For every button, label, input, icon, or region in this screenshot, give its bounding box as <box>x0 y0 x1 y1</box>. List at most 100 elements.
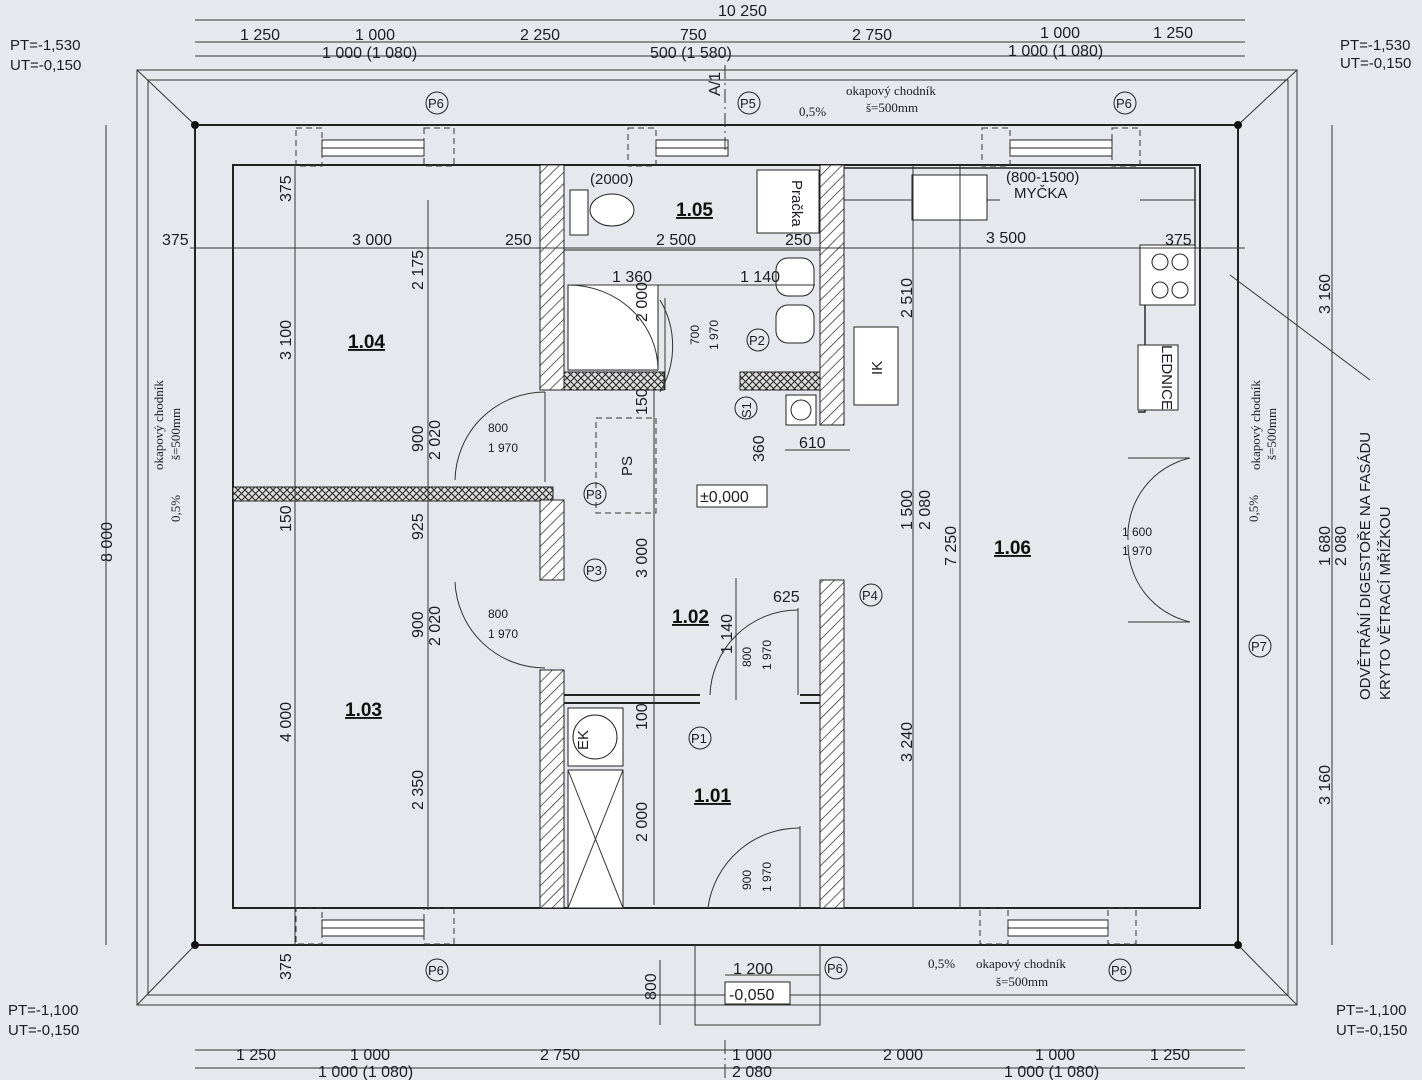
tag-p7: P7 <box>1251 639 1267 654</box>
corner-tr-pt: PT=-1,530 <box>1340 37 1410 54</box>
dim-800-a: 800 <box>488 421 508 435</box>
tag-p6-top-left: P6 <box>428 96 444 111</box>
dim-2020-a: 2 020 <box>427 420 444 460</box>
dim-3240: 3 240 <box>899 722 916 762</box>
walkway-bottom-slope: 0,5% <box>928 956 955 971</box>
dim-2000-a: 2 000 <box>634 282 651 322</box>
dim-a-4: 2 500 <box>656 232 696 249</box>
label-mycka: MYČKA <box>1014 185 1067 202</box>
dim-1970-f: 1 970 <box>1122 544 1152 558</box>
dim-bottom-7: 1 250 <box>1150 1047 1190 1064</box>
dim-2350: 2 350 <box>410 770 427 810</box>
dim-800-b: 800 <box>488 607 508 621</box>
section-mark: A/1 <box>707 72 724 96</box>
tag-p6-entry: P6 <box>827 961 843 976</box>
window-top-2 <box>627 127 729 167</box>
walkway-left-slope: 0,5% <box>168 495 183 522</box>
tag-s1: S1 <box>739 402 754 418</box>
dim-700: 700 <box>688 325 702 345</box>
vent-note-line1: ODVĚTRÁNÍ DIGESTOŘE NA FASÁDU <box>1357 432 1374 700</box>
dim-bottom-5: 2 000 <box>883 1047 923 1064</box>
corner-bl-pt: PT=-1,100 <box>8 1002 78 1019</box>
doors <box>454 298 1191 909</box>
dim-top-r2-3: 1 000 (1 080) <box>1008 43 1103 60</box>
dim-1600: 1 600 <box>1122 525 1152 539</box>
dim-2510: 2 510 <box>899 278 916 318</box>
dim-3160-top: 3 160 <box>1317 274 1334 314</box>
dim-a-7: 375 <box>1165 232 1192 249</box>
level-entry: -0,050 <box>729 987 774 1004</box>
dim-150-a: 150 <box>278 505 295 532</box>
dim-top-4: 750 <box>680 27 707 44</box>
dim-bottom-6: 1 000 <box>1035 1047 1075 1064</box>
dim-1200: 1 200 <box>733 961 773 978</box>
tag-p6-top-right: P6 <box>1116 96 1132 111</box>
corner-bl-ut: UT=-0,150 <box>8 1022 79 1039</box>
tag-p4: P4 <box>862 588 878 603</box>
dim-1970-a: 1 970 <box>488 441 518 455</box>
dim-925: 925 <box>410 513 427 540</box>
dim-a-1: 375 <box>162 232 189 249</box>
dim-2175: 2 175 <box>410 250 427 290</box>
walkway-top-slope: 0,5% <box>799 104 826 119</box>
corner-br-ut: UT=-0,150 <box>1336 1022 1407 1039</box>
tag-p1: P1 <box>691 731 707 746</box>
dim-1500: 1 500 <box>899 490 916 530</box>
dim-1970-b: 1 970 <box>488 627 518 641</box>
dim-625: 625 <box>773 589 800 606</box>
dim-900-c: 900 <box>740 870 754 890</box>
dimension-lines <box>105 19 1333 1069</box>
dim-2080-b: 2 080 <box>1333 526 1350 566</box>
walkway-left-width: š=500mm <box>168 408 183 460</box>
tag-p3-lower: P3 <box>586 563 602 578</box>
dim-1970-c: 1 970 <box>707 320 721 350</box>
dim-a-5: 250 <box>785 232 812 249</box>
level-main: ±0,000 <box>700 489 749 506</box>
room-101: 1.01 <box>694 786 731 807</box>
window-bottom-1 <box>295 907 455 945</box>
dim-bottom-1: 1 250 <box>236 1047 276 1064</box>
dim-100: 100 <box>634 703 651 730</box>
walkway-left-name: okapový chodník <box>151 380 166 470</box>
dim-1140-b: 1 140 <box>719 614 736 654</box>
label-lednice: LEDNICE <box>1158 345 1175 410</box>
dim-375-bottom: 375 <box>278 953 295 980</box>
dim-a-3: 250 <box>505 232 532 249</box>
dim-360: 360 <box>751 435 768 462</box>
walkway-right-name: okapový chodník <box>1248 380 1263 470</box>
entry-step <box>694 944 821 1026</box>
dim-800-c: 800 <box>740 647 754 667</box>
walkway-right-width: š=500mm <box>1264 408 1279 460</box>
walkway-top-width: š=500mm <box>866 100 918 115</box>
fixtures <box>567 169 1189 909</box>
dim-top-5: 2 750 <box>852 27 892 44</box>
dim-3100: 3 100 <box>278 320 295 360</box>
walkway-top-name: okapový chodník <box>846 83 936 98</box>
room-102: 1.02 <box>672 607 709 628</box>
dim-bottom-r2-3: 1 000 (1 080) <box>1004 1064 1099 1080</box>
corner-tr-ut: UT=-0,150 <box>1340 55 1411 72</box>
dim-bottom-r2-1: 1 000 (1 080) <box>318 1064 413 1080</box>
window-top-1 <box>295 127 455 167</box>
vent-note-line2: KRYTO VĚTRACÍ MŘÍŽKOU <box>1377 506 1394 700</box>
dim-4000: 4 000 <box>278 702 295 742</box>
tag-p6-bottom-right: P6 <box>1111 963 1127 978</box>
dim-1360: 1 360 <box>612 269 652 286</box>
label-ps: PS <box>619 456 636 476</box>
walkway-bottom-width: š=500mm <box>996 974 1048 989</box>
dim-top-7: 1 250 <box>1153 25 1193 42</box>
dim-a-6: 3 500 <box>986 230 1026 247</box>
label-mycka-range: (800-1500) <box>1006 169 1079 186</box>
dim-610: 610 <box>799 435 826 452</box>
tag-markers <box>425 91 1272 982</box>
dim-2000-b: 2 000 <box>634 802 651 842</box>
corner-tl-ut: UT=-0,150 <box>10 57 81 74</box>
tag-p3-upper: P3 <box>586 487 602 502</box>
dim-2080-a: 2 080 <box>917 490 934 530</box>
dim-top-r2-1: 1 000 (1 080) <box>322 45 417 62</box>
dim-150-b: 150 <box>634 388 651 415</box>
tag-p5: P5 <box>740 96 756 111</box>
dim-1970-e: 1 970 <box>760 862 774 892</box>
